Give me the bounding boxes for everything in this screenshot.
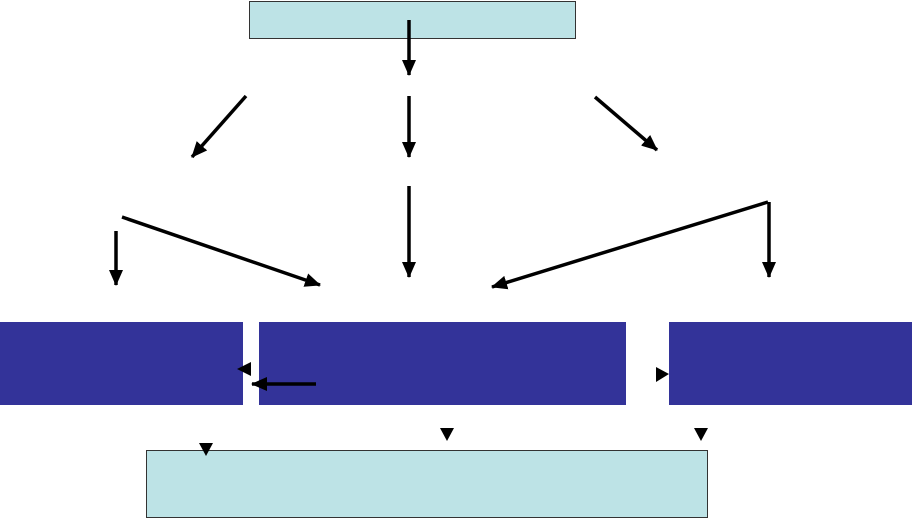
- arrow-right-to-center: [491, 200, 769, 290]
- center-box: [259, 322, 626, 405]
- top-box: [249, 1, 576, 39]
- arrowhead-bottom-center: [440, 428, 454, 441]
- right-box: [669, 322, 912, 405]
- arrow-left-to-center: [121, 215, 321, 287]
- arrow-diagonal-right: [593, 95, 659, 152]
- arrowhead-bottom-right: [694, 428, 708, 441]
- left-box: [0, 322, 243, 405]
- arrow-diagonal-left: [190, 94, 248, 159]
- arrowhead-right-box: [656, 367, 669, 382]
- bottom-box: [146, 450, 708, 518]
